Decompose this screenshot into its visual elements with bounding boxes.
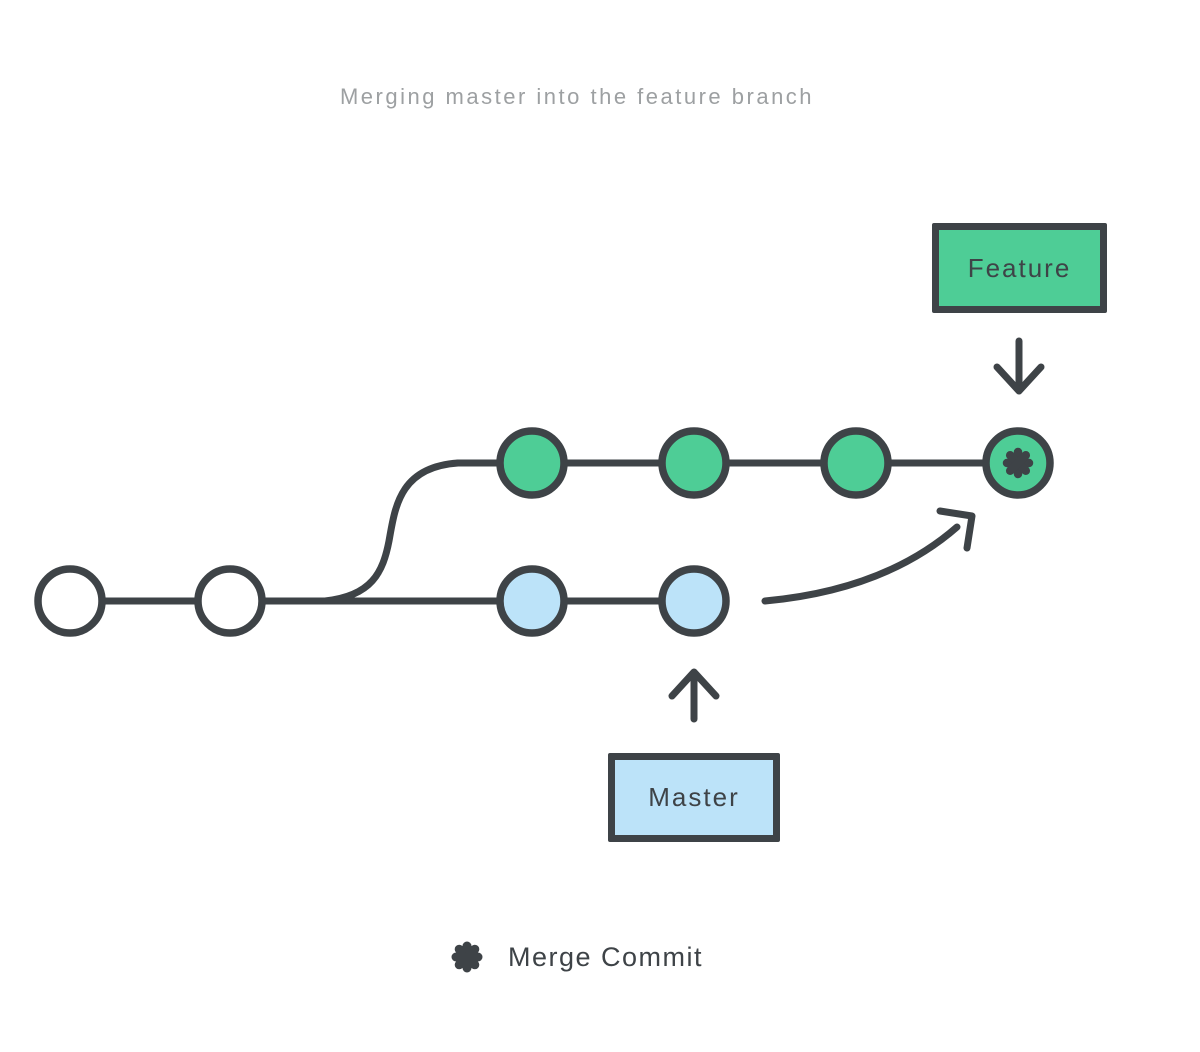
diagram-title: Merging master into the feature branch: [339, 84, 815, 109]
feature-branch-label-box: Feature: [932, 223, 1107, 313]
legend-label: Merge Commit: [508, 941, 704, 972]
feature-commit-1: [496, 427, 568, 499]
merge-arrow-shaft: [761, 523, 961, 605]
base-commit-1: [34, 565, 106, 637]
base-commit-2: [194, 565, 266, 637]
branch-split-curve: [321, 459, 462, 605]
merge-commit-asterisk-icon: [1002, 447, 1034, 479]
legend-merge-asterisk-icon: [451, 941, 483, 973]
feature-branch-label: Feature: [967, 252, 1072, 283]
master-branch-label: Master: [648, 782, 740, 812]
feature-commit-3: [820, 427, 892, 499]
merge-arrowhead-icon: [936, 507, 976, 552]
master-branch-label-box: Master: [608, 753, 780, 842]
master-commit-2: [658, 565, 730, 637]
master-arrowhead-icon: [668, 668, 720, 700]
legend: Merge Commit: [450, 938, 703, 976]
master-commit-1: [496, 565, 568, 637]
feature-commit-2: [658, 427, 730, 499]
feature-arrowhead-icon: [993, 363, 1045, 395]
